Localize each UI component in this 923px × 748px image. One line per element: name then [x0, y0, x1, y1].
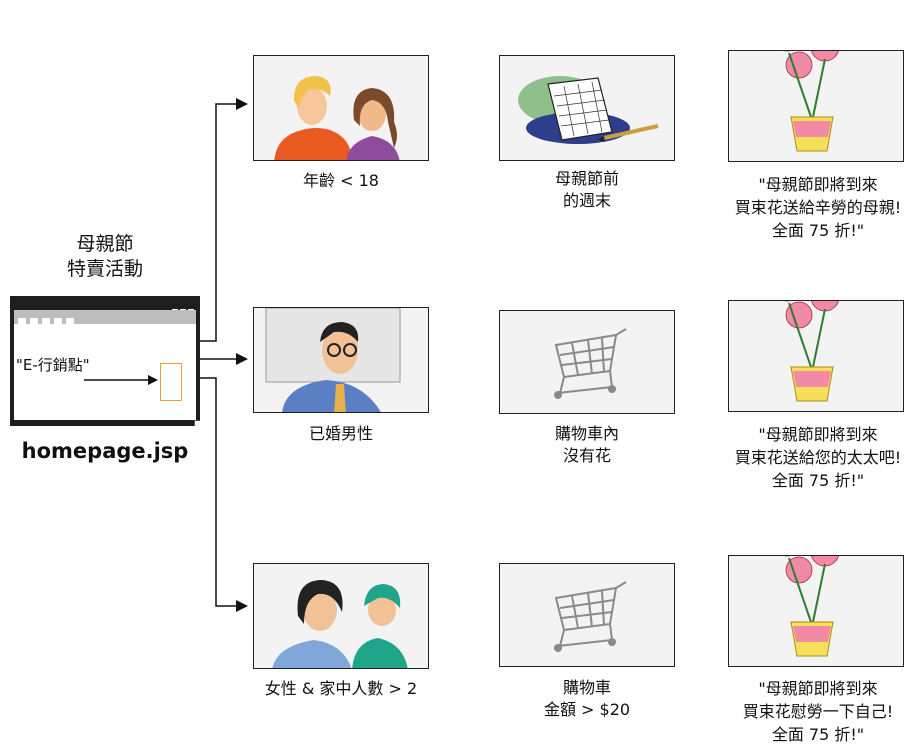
shopping-cart-icon	[554, 581, 627, 652]
calendar-icon	[518, 76, 659, 144]
segment-condition-3: 女性 & 家中人數 > 2	[264, 679, 418, 698]
flower-offer-image-3	[728, 555, 904, 667]
flower-pot-icon	[783, 301, 839, 402]
page-filename: homepage.jsp	[21, 439, 189, 463]
flower-pot-icon	[783, 51, 839, 152]
flower-offer-image-1	[728, 50, 904, 162]
offer-message-2: "母親節即將到來 買束花送給您的太太吧! 全面 75 折!"	[734, 425, 902, 490]
arrowhead-middle	[236, 353, 248, 365]
browser-window: "E-行銷點"	[10, 296, 200, 426]
marketing-spot-label: "E-行銷點"	[16, 356, 90, 374]
segment-condition-1: 年齡 < 18	[303, 171, 379, 190]
resize-handle-icon	[194, 420, 200, 426]
ad-banner-slot	[160, 363, 182, 401]
connector-line-top	[200, 103, 236, 342]
browser-content: "E-行銷點"	[14, 310, 196, 420]
cart-image-1	[499, 310, 675, 414]
segment-condition-2: 已婚男性	[308, 424, 373, 443]
segment-trigger-1: 母親節前 的週末	[554, 169, 619, 210]
campaign-title: 母親節 特賣活動	[66, 233, 143, 280]
shopping-cart-icon	[554, 328, 627, 399]
arrowhead-bottom	[236, 600, 248, 612]
segment-family-image	[253, 563, 429, 669]
calendar-image	[499, 55, 675, 161]
flower-pot-icon	[783, 556, 839, 657]
segment-teens-image	[253, 55, 429, 161]
segment-married-men-image	[253, 307, 429, 413]
pointer-arrow-icon	[84, 375, 158, 385]
man-illustration-icon	[265, 308, 401, 412]
flower-offer-image-2	[728, 300, 904, 412]
offer-message-3: "母親節即將到來 買束花慰勞一下自己! 全面 75 折!"	[742, 679, 894, 744]
mother-child-illustration-icon	[272, 580, 408, 668]
offer-message-1: "母親節即將到來 買束花送給辛勞的母親! 全面 75 折!"	[734, 175, 902, 240]
connector-line-bottom	[200, 377, 236, 607]
arrowhead-top	[236, 98, 248, 110]
cart-image-2	[499, 563, 675, 667]
teens-illustration-icon	[274, 76, 400, 160]
browser-toolbar	[14, 310, 196, 325]
segment-trigger-2: 購物車內 沒有花	[554, 424, 619, 465]
segment-trigger-3: 購物車 金額 > $20	[543, 678, 631, 719]
